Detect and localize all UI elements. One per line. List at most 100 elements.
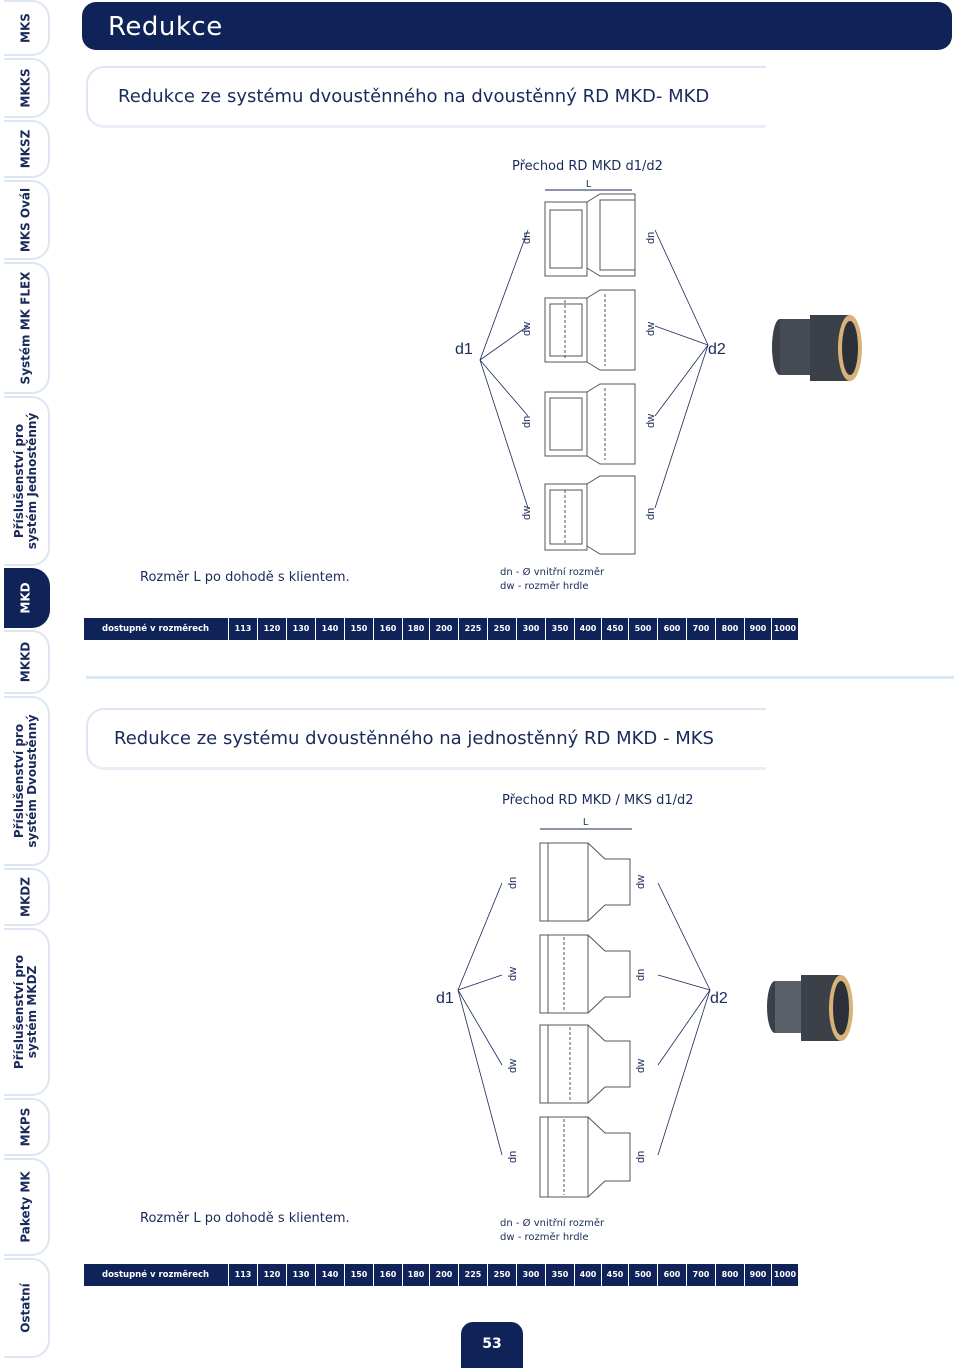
size-cell: 350 xyxy=(545,1264,574,1286)
tab-mkks[interactable]: MKKS xyxy=(4,58,50,118)
dim-label: dn xyxy=(521,416,533,428)
product-image xyxy=(772,315,862,381)
legend-dn: dn - Ø vnitřní rozměr xyxy=(500,1218,605,1229)
sizes-table-label: dostupné v rozměrech xyxy=(102,624,210,634)
size-cell: 1000 xyxy=(771,618,798,640)
size-cell: 800 xyxy=(715,618,744,640)
size-cell: 350 xyxy=(545,618,574,640)
tab-label: MKD xyxy=(18,582,33,614)
tab-label: Systém MK FLEX xyxy=(18,271,33,385)
size-cell: 225 xyxy=(458,1264,487,1286)
size-cell: 200 xyxy=(429,1264,458,1286)
dim-label: dn xyxy=(507,1151,519,1163)
tab-prislusenstvi-mkdz[interactable]: Příslušenství pro systém MKDZ xyxy=(4,928,50,1096)
size-cell: 600 xyxy=(657,618,686,640)
dimension-L-label: L xyxy=(586,179,592,190)
page-number-tab: 53 xyxy=(461,1322,523,1368)
size-cell: 113 xyxy=(228,618,257,640)
tab-prislusenstvi-dvousteny[interactable]: Příslušenství pro systém Dvoustěnný xyxy=(4,696,50,866)
d2-label: d2 xyxy=(708,341,726,358)
section1-note: Rozměr L po dohodě s klientem. xyxy=(140,570,350,585)
tab-label: MKDZ xyxy=(18,877,33,917)
section2-legend: dn - Ø vnitřní rozměr dw - rozměr hrdle xyxy=(500,1217,604,1245)
dim-label: dw xyxy=(645,414,657,428)
tab-mkkd[interactable]: MKKD xyxy=(4,630,50,694)
size-cell: 113 xyxy=(228,1264,257,1286)
section2-title: Redukce ze systému dvoustěnného na jedno… xyxy=(114,728,714,749)
size-cell: 800 xyxy=(715,1264,744,1286)
size-cell: 200 xyxy=(429,618,458,640)
legend-dw: dw - rozměr hrdle xyxy=(500,581,589,592)
size-cell: 140 xyxy=(315,1264,344,1286)
legend-dn: dn - Ø vnitřní rozměr xyxy=(500,567,605,578)
tab-label: Pakety MK xyxy=(18,1171,33,1243)
size-cell: 140 xyxy=(315,618,344,640)
tab-prislusenstvi-jednostenny[interactable]: Příslušenství pro systém Jednostěnný xyxy=(4,396,50,566)
section2-diagram-title: Přechod RD MKD / MKS d1/d2 xyxy=(502,793,694,808)
tab-label: Příslušenství pro systém MKDZ xyxy=(12,954,39,1070)
connector-lines xyxy=(479,229,709,509)
section2-note: Rozměr L po dohodě s klientem. xyxy=(140,1211,350,1226)
reducer-drawing xyxy=(544,193,636,277)
tab-system-mk-flex[interactable]: Systém MK FLEX xyxy=(4,262,50,394)
d1-label: d1 xyxy=(436,990,454,1007)
section1-diagram: Přechod RD MKD d1/d2 L d1 d2 dn dw dn dw… xyxy=(455,159,862,555)
size-cell: 180 xyxy=(402,618,429,640)
section-divider xyxy=(86,676,954,679)
tab-ostatni[interactable]: Ostatní xyxy=(4,1258,50,1358)
reducer-drawing xyxy=(539,934,631,1014)
size-cell: 450 xyxy=(601,1264,628,1286)
tab-label: MKPS xyxy=(18,1107,33,1147)
page-header: Redukce xyxy=(82,2,952,50)
dim-label: dw xyxy=(521,322,533,336)
tab-mksz[interactable]: MKSZ xyxy=(4,120,50,178)
section1-title: Redukce ze systému dvoustěnného na dvous… xyxy=(118,86,710,107)
reducer-drawing xyxy=(539,842,631,922)
dim-label: dw xyxy=(635,1059,647,1073)
size-cell: 130 xyxy=(286,618,315,640)
sidebar-nav: MKS MKKS MKSZ MKS Ovál Systém MK FLEX Př… xyxy=(0,0,52,1368)
size-cell: 150 xyxy=(344,1264,373,1286)
dim-label: dn xyxy=(507,877,519,889)
tab-pakety-mk[interactable]: Pakety MK xyxy=(4,1158,50,1256)
d2-label: d2 xyxy=(710,990,728,1007)
tab-mks[interactable]: MKS xyxy=(4,0,50,56)
reducer-drawing xyxy=(544,383,636,465)
tab-label: MKKS xyxy=(18,68,33,108)
reducer-drawing xyxy=(544,475,636,555)
tab-label: Příslušenství pro systém Dvoustěnný xyxy=(12,714,39,848)
page-number: 53 xyxy=(482,1336,502,1352)
tab-label: Ostatní xyxy=(18,1283,33,1333)
dim-label: dw xyxy=(507,1059,519,1073)
size-cell: 700 xyxy=(686,1264,715,1286)
d1-label: d1 xyxy=(455,341,473,358)
dim-label: dn xyxy=(645,508,657,520)
tab-mkd[interactable]: MKD xyxy=(4,568,50,628)
section1-legend: dn - Ø vnitřní rozměr dw - rozměr hrdle xyxy=(500,566,604,594)
tab-label: MKKD xyxy=(18,641,33,683)
tab-mkps[interactable]: MKPS xyxy=(4,1098,50,1156)
size-cell: 500 xyxy=(628,1264,657,1286)
product-image xyxy=(767,975,853,1041)
tab-mkdz[interactable]: MKDZ xyxy=(4,868,50,926)
size-cell: 120 xyxy=(257,618,286,640)
size-cell: 300 xyxy=(516,1264,545,1286)
dim-label: dn xyxy=(521,232,533,244)
size-cell: 250 xyxy=(487,618,516,640)
dim-label: dw xyxy=(645,322,657,336)
tab-mks-oval[interactable]: MKS Ovál xyxy=(4,180,50,260)
size-cell: 160 xyxy=(373,1264,402,1286)
reducer-drawing xyxy=(544,289,636,371)
dim-label: dw xyxy=(521,506,533,520)
size-cell: 900 xyxy=(744,1264,771,1286)
size-cell: 225 xyxy=(458,618,487,640)
dim-label: dn xyxy=(635,1151,647,1163)
size-cell: 1000 xyxy=(771,1264,798,1286)
size-cell: 450 xyxy=(601,618,628,640)
tab-label: MKSZ xyxy=(18,129,33,169)
size-cell: 600 xyxy=(657,1264,686,1286)
connector-lines xyxy=(457,882,711,1156)
